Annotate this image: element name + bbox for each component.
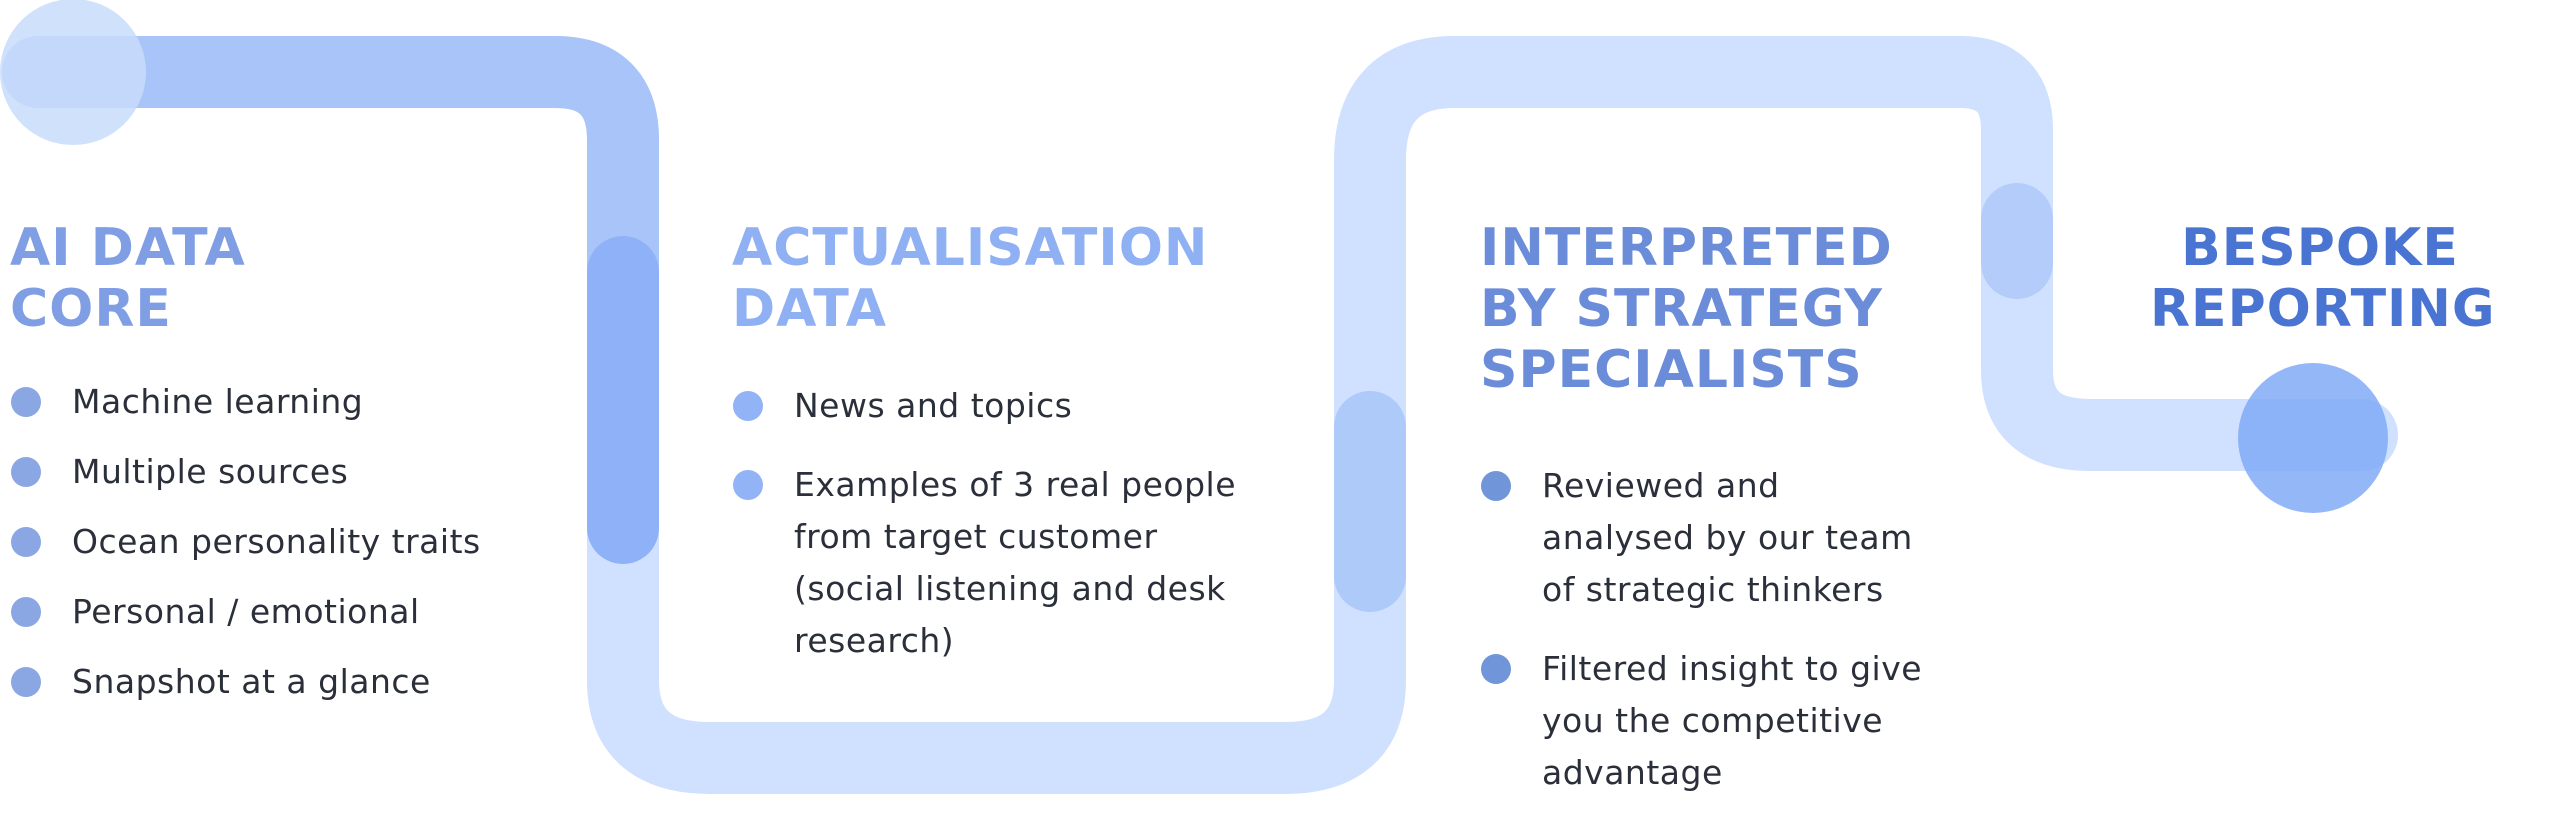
- bullet-list: News and topics Examples of 3 real peopl…: [732, 380, 1236, 694]
- bullet-list: Machine learning Multiple sources Ocean …: [10, 380, 481, 730]
- list-item: Ocean personality traits: [10, 520, 481, 590]
- list-item: Snapshot at a glance: [10, 660, 481, 730]
- list-item: Personal / emotional: [10, 590, 481, 660]
- start-node: [0, 0, 146, 145]
- path-track-segment-1: [2, 36, 659, 556]
- bullet-dot-icon: [11, 457, 41, 487]
- list-item: Machine learning: [10, 380, 481, 450]
- end-node: [2238, 363, 2388, 513]
- bullet-dot-icon: [1481, 654, 1511, 684]
- list-item: Multiple sources: [10, 450, 481, 520]
- bullet-dot-icon: [733, 470, 763, 500]
- bullet-dot-icon: [733, 391, 763, 421]
- bullet-dot-icon: [11, 387, 41, 417]
- bullet-dot-icon: [1481, 471, 1511, 501]
- bullet-dot-icon: [11, 527, 41, 557]
- bullet-dot-icon: [11, 597, 41, 627]
- list-item: News and topics: [732, 380, 1236, 432]
- process-path: [0, 0, 2398, 794]
- bullet-dot-icon: [11, 667, 41, 697]
